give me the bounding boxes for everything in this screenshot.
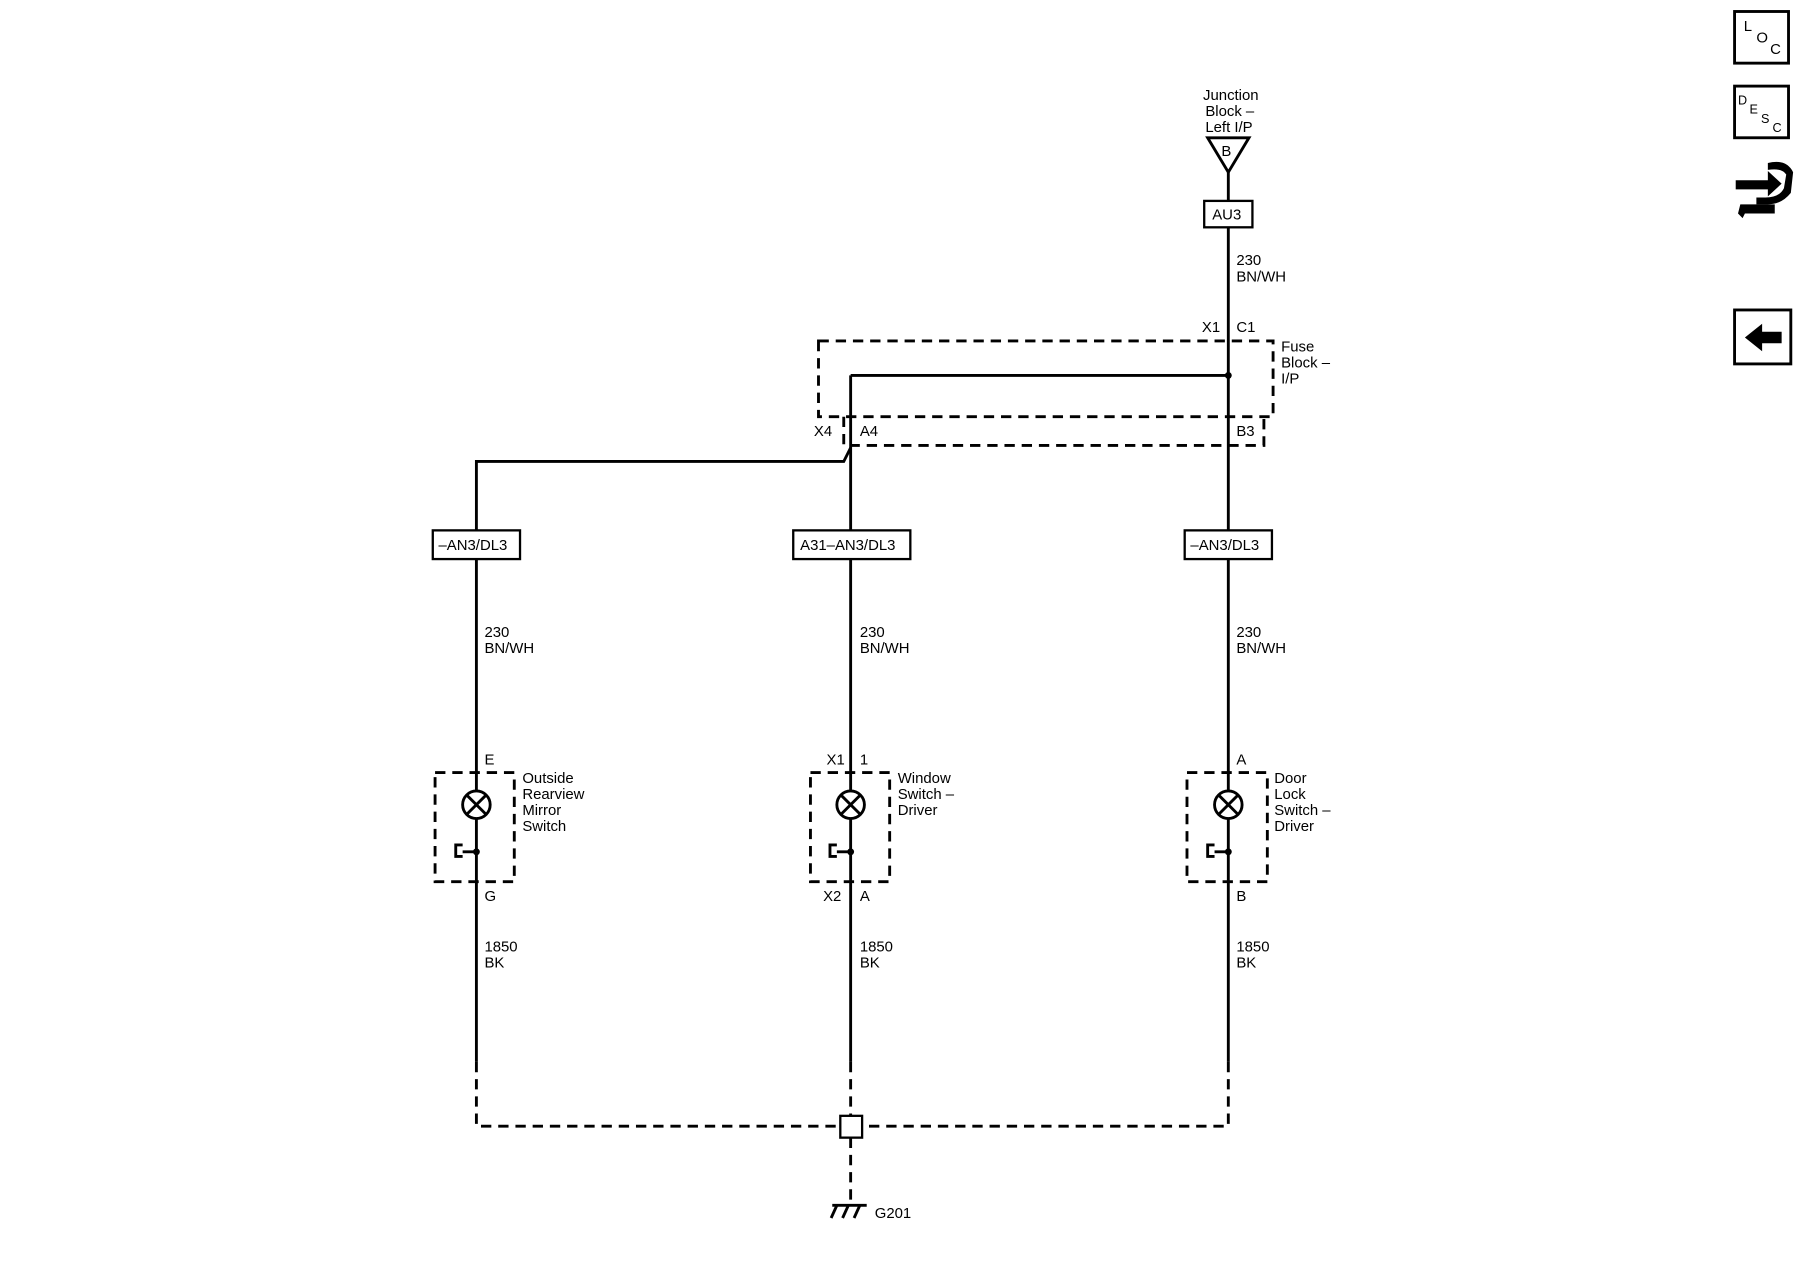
branch-1-name-line-1: Window — [898, 770, 951, 787]
junction-block-line-1: Junction — [1203, 87, 1259, 104]
branch-1-supply-circuit: 230 — [860, 624, 885, 641]
branch-2-ground-circuit: 1850 — [1236, 939, 1269, 956]
branch-0-top-pin: E — [484, 752, 494, 769]
ground-network: G201 — [474, 1061, 1230, 1222]
desc-letter-d: D — [1738, 93, 1747, 107]
branch-2-supply-circuit: 230 — [1236, 624, 1261, 641]
loc-letter-l: L — [1744, 18, 1752, 35]
option-right-text: –AN3/DL3 — [1190, 537, 1259, 554]
option-label-center: A31–AN3/DL3 — [792, 529, 912, 561]
junction-block-line-3: Left I/P — [1205, 119, 1252, 136]
branch-0-supply-color: BN/WH — [484, 640, 534, 657]
branch-1-ground-color: BK — [860, 955, 880, 972]
fuse-block-line-1: Fuse — [1281, 338, 1314, 355]
internal-splice-dot — [1224, 371, 1232, 379]
branch-2-name-line-2: Lock — [1274, 786, 1306, 803]
branch-1-name-line-2: Switch – — [898, 786, 955, 803]
branch-2-name-line-4: Driver — [1274, 818, 1314, 835]
fuse-block-line-3: I/P — [1281, 370, 1299, 387]
fuse-block-line-2: Block – — [1281, 354, 1331, 371]
ground-symbol-icon — [829, 1203, 867, 1219]
splice-au3-label: AU3 — [1212, 206, 1241, 223]
back-button[interactable] — [1733, 308, 1793, 366]
branch-0-name-line-3: Mirror — [522, 802, 561, 819]
loc-letter-c: C — [1770, 41, 1781, 58]
fuse-block-b3-pin: B3 — [1236, 423, 1254, 440]
option-label-left: –AN3/DL3 — [431, 529, 522, 561]
branch-0-supply-circuit: 230 — [484, 624, 509, 641]
branch-0-name-line-4: Switch — [522, 818, 566, 835]
loc-letter-o: O — [1756, 29, 1768, 46]
branch-0-name-line-1: Outside — [522, 770, 573, 787]
branch-2-bottom-pin: B — [1236, 888, 1246, 905]
junction-terminal-triangle — [1205, 136, 1252, 175]
junction-terminal-label: B — [1221, 143, 1231, 160]
branch-0-bottom-pin: G — [484, 888, 496, 905]
fuse-block-x1-connector: X1 — [1202, 319, 1220, 336]
branch-1-bottom-connector: X2 — [823, 888, 841, 905]
branch-mirror-switch: 230 BN/WH E Outside Rearview Mirror Swit… — [433, 624, 585, 972]
desc-letter-s: S — [1761, 112, 1769, 126]
feed-wire-circuit: 230 — [1236, 252, 1261, 269]
branch-2-ground-color: BK — [1236, 955, 1256, 972]
branch-2-top-pin: A — [1236, 752, 1246, 769]
branch-door-lock-switch: 230 BN/WH A Door Lock Switch – Driver B … — [1185, 624, 1331, 972]
fuse-block: Fuse Block – I/P X1 C1 X4 A4 B3 — [814, 319, 1331, 447]
branch-0-name-line-2: Rearview — [522, 786, 584, 803]
ground-splice-square — [839, 1114, 864, 1139]
branch-1-top-pin: 1 — [860, 752, 868, 769]
junction-block-label: Junction Block – Left I/P — [1203, 87, 1259, 136]
branch-1-ground-circuit: 1850 — [860, 939, 893, 956]
branch-2-name-line-1: Door — [1274, 770, 1306, 787]
branch-0-ground-color: BK — [484, 955, 504, 972]
fuse-block-a4-pin: A4 — [860, 423, 878, 440]
fuse-block-x4-connector: X4 — [814, 423, 832, 440]
option-center-text: A31–AN3/DL3 — [800, 537, 895, 554]
option-label-right: –AN3/DL3 — [1183, 529, 1274, 561]
option-left-text: –AN3/DL3 — [439, 537, 508, 554]
ground-label: G201 — [875, 1205, 911, 1222]
desc-button[interactable]: D E S C — [1733, 84, 1790, 140]
loc-button[interactable]: L O C — [1733, 10, 1790, 65]
branch-1-top-connector: X1 — [827, 752, 845, 769]
fuse-block-c1-pin: C1 — [1236, 319, 1255, 336]
connector-end-view-icon[interactable] — [1735, 161, 1794, 219]
back-arrow-icon — [1744, 323, 1782, 352]
branch-2-supply-color: BN/WH — [1236, 640, 1286, 657]
branch-1-name-line-3: Driver — [898, 802, 938, 819]
branch-1-bottom-pin: A — [860, 888, 870, 905]
branch-1-supply-color: BN/WH — [860, 640, 910, 657]
feed-wire-color: BN/WH — [1236, 268, 1286, 285]
branch-window-switch: 230 BN/WH X1 1 Window Switch – Driver X2… — [809, 624, 955, 972]
desc-letter-e: E — [1749, 103, 1757, 117]
splice-au3: AU3 — [1203, 199, 1254, 229]
branch-2-name-line-3: Switch – — [1274, 802, 1331, 819]
junction-block-line-2: Block – — [1205, 103, 1255, 120]
branch-0-ground-circuit: 1850 — [484, 939, 517, 956]
desc-letter-c: C — [1772, 121, 1781, 135]
